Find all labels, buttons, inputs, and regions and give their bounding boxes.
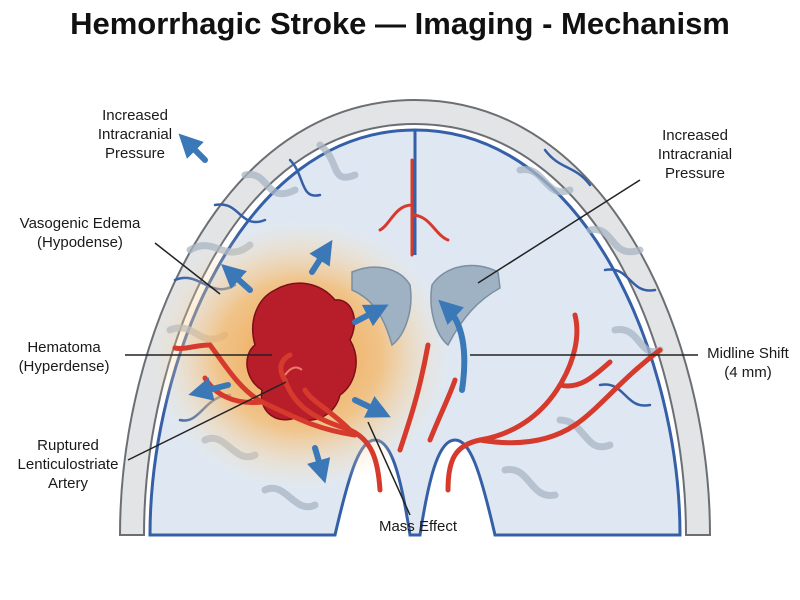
label-edema: Vasogenic Edema (Hypodense) — [19, 215, 141, 251]
leader-edema — [154, 242, 221, 295]
edema-arrow-left — [188, 377, 231, 401]
label-icp-left: Increased Intracranial Pressure — [97, 107, 173, 162]
label-hematoma: Hematoma (Hyperdense) — [18, 339, 110, 375]
edema-arrow-up — [309, 239, 333, 275]
edema-arrow-upleft — [221, 263, 253, 293]
edema-arrow-right — [352, 304, 389, 327]
label-midline-shift: Midline Shift (4 mm) — [707, 345, 789, 381]
ruptured-artery-branch — [284, 366, 303, 376]
hematoma — [246, 282, 357, 421]
label-mass-effect: Mass Effect — [378, 518, 458, 535]
midline-shift-arrow — [438, 299, 468, 393]
lenticulostriate-arteries — [172, 312, 663, 493]
label-icp-right: Increased Intracranial Pressure — [657, 127, 733, 182]
label-artery: Ruptured Lenticulostriate Artery — [17, 437, 119, 492]
leader-icp-right — [477, 179, 641, 284]
skull — [118, 98, 712, 536]
midline-artery — [378, 158, 450, 257]
page-title: Hemorrhagic Stroke — Imaging - Mechanism — [70, 6, 730, 41]
edema-arrow-downright — [352, 395, 391, 418]
pressure-arrows — [178, 133, 391, 484]
leader-mass-effect — [367, 421, 411, 516]
edema-arrow-down — [307, 445, 331, 484]
icp-arrow-left — [178, 133, 208, 163]
leader-lines — [125, 179, 698, 516]
leader-artery — [127, 381, 287, 461]
